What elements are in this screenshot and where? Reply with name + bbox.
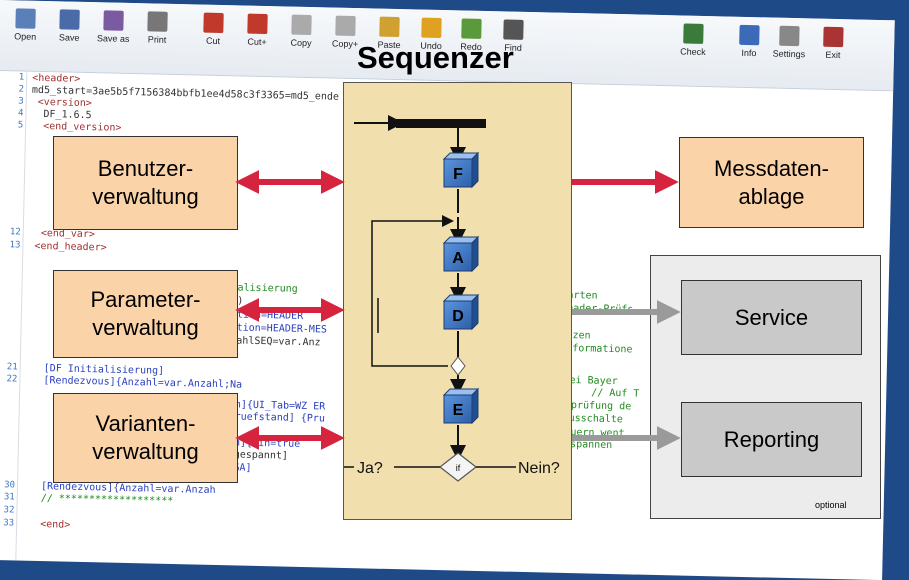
line-number: 33: [3, 518, 15, 529]
line-number: 30: [4, 480, 16, 491]
code-line: // *******************: [22, 492, 174, 508]
copy-button[interactable]: Copy: [278, 10, 323, 71]
check-icon: [683, 23, 704, 44]
code-line: <end_header>: [28, 240, 107, 254]
line-number: 1: [18, 72, 25, 83]
settings-icon: [779, 25, 800, 47]
code-fragment: Pruefstand] {Pru: [228, 411, 326, 425]
no-label: Nein?: [518, 460, 560, 477]
service-box: Service: [681, 280, 862, 355]
info-button[interactable]: Info: [726, 21, 771, 82]
line-number: 32: [3, 505, 15, 516]
toolbar-button-label: Cut+: [247, 36, 267, 48]
flowchart: F A D E if Ja? Nein?: [344, 115, 560, 482]
svg-text:A: A: [452, 250, 464, 267]
cut-plus-button[interactable]: Cut+: [234, 9, 279, 70]
line-number: 22: [6, 374, 18, 385]
line-number: 21: [6, 362, 18, 373]
code-fragment: en]{UI_Tab=WZ ER: [228, 399, 326, 413]
print-icon: [147, 11, 168, 32]
line-number: 5: [17, 120, 24, 131]
step-d-box: D: [442, 293, 480, 331]
settings-button[interactable]: Settings: [766, 21, 811, 82]
toolbar-button-label: Save: [58, 32, 80, 43]
code-line: <end_version>: [31, 120, 122, 134]
sequenzer-panel: F A D E if Ja? Nein?: [343, 82, 572, 520]
open-icon: [15, 8, 36, 29]
code-fragment: zahlSEQ=var.Anz: [230, 335, 321, 349]
code-line: <version>: [31, 96, 93, 110]
find-icon: [503, 19, 524, 40]
code-fragment: // Auf T: [591, 387, 640, 400]
exit-icon: [823, 26, 844, 48]
save-icon: [59, 9, 80, 30]
code-line: DF_1.6.5: [31, 108, 92, 122]
print-button[interactable]: Print: [135, 7, 180, 68]
copy-plus-icon: [335, 15, 356, 37]
toolbar-button-label: Copy: [290, 37, 312, 49]
code-fragment: ktion=HEADER: [230, 309, 304, 322]
info-icon: [739, 24, 760, 46]
line-number: 2: [18, 84, 25, 95]
line-number: 12: [9, 227, 21, 238]
start-bar: [396, 119, 486, 128]
benutzerverwaltung-box: Benutzer- verwaltung: [53, 136, 238, 230]
check-button[interactable]: Check: [670, 19, 715, 80]
save-as-button[interactable]: Save as: [91, 6, 136, 67]
code-line: <end>: [21, 518, 71, 531]
toolbar-button-label: Check: [680, 46, 706, 58]
parameterverwaltung-box: Parameter- verwaltung: [53, 270, 238, 358]
save-button[interactable]: Save: [47, 5, 92, 66]
code-line: <header>: [32, 72, 81, 85]
line-number: 13: [9, 240, 21, 251]
save-as-icon: [103, 10, 124, 31]
variantenverwaltung-box: Varianten- verwaltung: [53, 393, 238, 483]
reporting-box: Reporting: [681, 402, 862, 477]
toolbar-button-label: Settings: [772, 48, 806, 60]
cut-icon: [203, 12, 224, 34]
toolbar-button-label: Print: [147, 34, 167, 45]
toolbar-button-label: Cut: [206, 35, 221, 47]
copy-icon: [291, 14, 312, 36]
messdatenablage-box: Messdaten- ablage: [679, 137, 864, 228]
decision-diamond: [439, 452, 477, 482]
line-number: 31: [3, 492, 15, 503]
yes-label: Ja?: [357, 460, 383, 477]
undo-icon: [421, 17, 442, 39]
step-a-box: A: [442, 235, 480, 273]
open-button[interactable]: Open: [3, 4, 48, 65]
svg-text:F: F: [453, 166, 463, 183]
page-title: Sequenzer: [357, 40, 514, 75]
cut-button[interactable]: Cut: [190, 8, 235, 69]
redo-icon: [461, 18, 482, 39]
toolbar-button-label: Save as: [96, 33, 130, 44]
paste-icon: [379, 16, 400, 38]
toolbar-button-label: Exit: [825, 49, 841, 61]
toolbar-button-label: Open: [14, 31, 37, 42]
toolbar-button-label: Info: [741, 47, 757, 59]
code-fragment: ktion=HEADER-MES: [230, 322, 328, 336]
line-number: 3: [18, 96, 24, 107]
code-fragment: ialisierung: [231, 282, 298, 295]
step-e-box: E: [442, 387, 480, 425]
cut-plus-icon: [247, 13, 268, 35]
svg-text:E: E: [453, 402, 464, 419]
optional-label: optional: [815, 500, 847, 510]
code-fragment: en]{Ein=true: [227, 437, 301, 450]
exit-button[interactable]: Exit: [810, 22, 855, 83]
step-f-box: F: [442, 151, 480, 189]
svg-text:D: D: [452, 308, 464, 325]
code-line: [Rendezvous]{Anzahl=var.Anzahl;Na: [25, 374, 243, 391]
line-number: 4: [17, 108, 24, 119]
decision-label: if: [456, 463, 461, 473]
